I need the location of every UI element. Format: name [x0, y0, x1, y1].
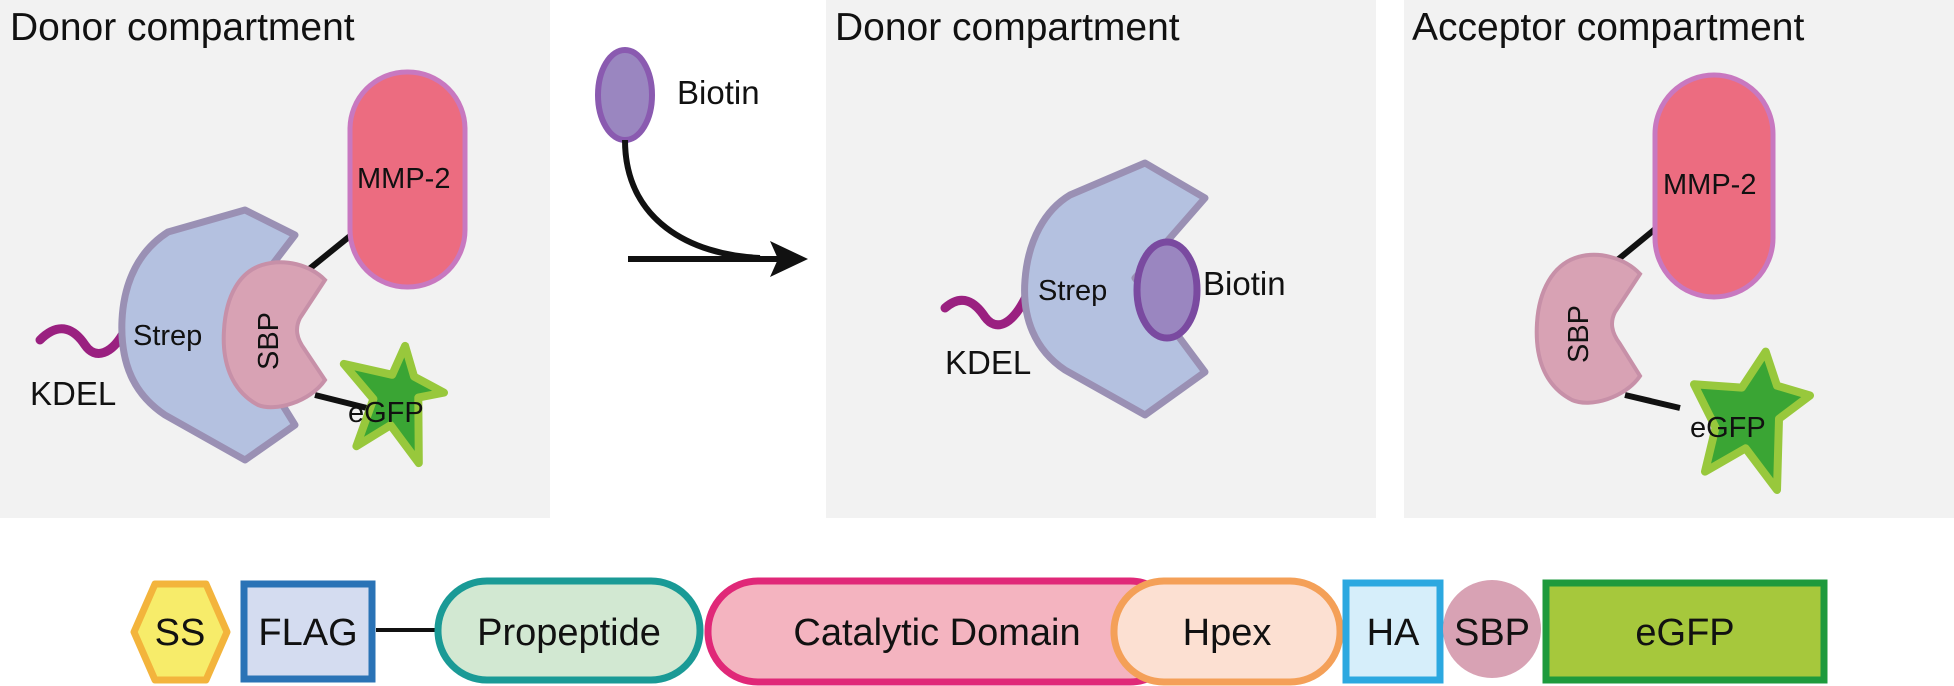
free-biotin: [595, 47, 655, 143]
egfp-label: eGFP: [348, 397, 424, 429]
sbp-shape: [221, 260, 328, 410]
mmp2-shape-right: [1652, 72, 1776, 300]
egfp-star: [339, 341, 448, 468]
kdel-tail-middle: [940, 290, 1032, 330]
middle-donor-panel: Donor compartment KDEL Strep Biotin: [826, 0, 1376, 518]
mmp2-label-right: MMP-2: [1663, 169, 1756, 201]
ss-hexagon: [130, 580, 231, 684]
middle-panel-title: Donor compartment: [835, 6, 1180, 49]
flag-label: FLAG: [258, 612, 357, 654]
propeptide-label: Propeptide: [477, 612, 661, 654]
biotin-addition: Biotin: [595, 47, 808, 277]
left-panel-title: Donor compartment: [10, 6, 355, 49]
bound-biotin: [1133, 238, 1201, 342]
propeptide-box: [434, 577, 704, 684]
egfp-linker-right: [1624, 392, 1681, 411]
construct-bar: SS FLAG Propeptide Catalytic Domain Hpex…: [130, 577, 1828, 686]
mmp2-linker: [306, 229, 357, 273]
sbp-label: SBP: [253, 312, 285, 370]
ha-box: [1342, 579, 1444, 684]
right-acceptor-panel: Acceptor compartment SBP MMP-2 eGFP: [1404, 0, 1954, 518]
egfp-bar-label: eGFP: [1635, 612, 1734, 654]
mmp2-label: MMP-2: [357, 163, 450, 195]
mmp2-shape: [347, 69, 468, 290]
hpex-label: Hpex: [1183, 612, 1272, 654]
left-donor-panel: Donor compartment KDEL Strep SBP MMP-2 e…: [0, 0, 550, 518]
strep-label-middle: Strep: [1038, 275, 1107, 307]
sbp-shape-right: [1534, 252, 1643, 405]
streptavidin-shape-middle: [1021, 159, 1209, 419]
strep-label: Strep: [133, 320, 202, 352]
kdel-label: KDEL: [30, 375, 116, 412]
sbp-circle: [1443, 580, 1541, 678]
hpex-box: [1110, 577, 1344, 686]
ss-label: SS: [155, 612, 206, 654]
free-biotin-label: Biotin: [677, 74, 760, 111]
ha-label: HA: [1367, 612, 1420, 654]
curved-arrow: [622, 139, 761, 261]
egfp-label-right: eGFP: [1690, 412, 1766, 444]
right-panel-title: Acceptor compartment: [1412, 6, 1804, 49]
sbp-bar-label: SBP: [1454, 612, 1530, 654]
sbp-label-right: SBP: [1563, 305, 1595, 363]
egfp-star-right: [1690, 347, 1814, 494]
kdel-label-middle: KDEL: [945, 344, 1031, 381]
bound-biotin-label: Biotin: [1203, 265, 1286, 302]
flag-box: [240, 580, 376, 683]
egfp-linker: [314, 392, 376, 413]
egfp-box: [1542, 579, 1828, 684]
kdel-tail: [35, 324, 130, 358]
catalytic-domain-label: Catalytic Domain: [793, 612, 1080, 654]
arrow-head: [770, 241, 808, 277]
